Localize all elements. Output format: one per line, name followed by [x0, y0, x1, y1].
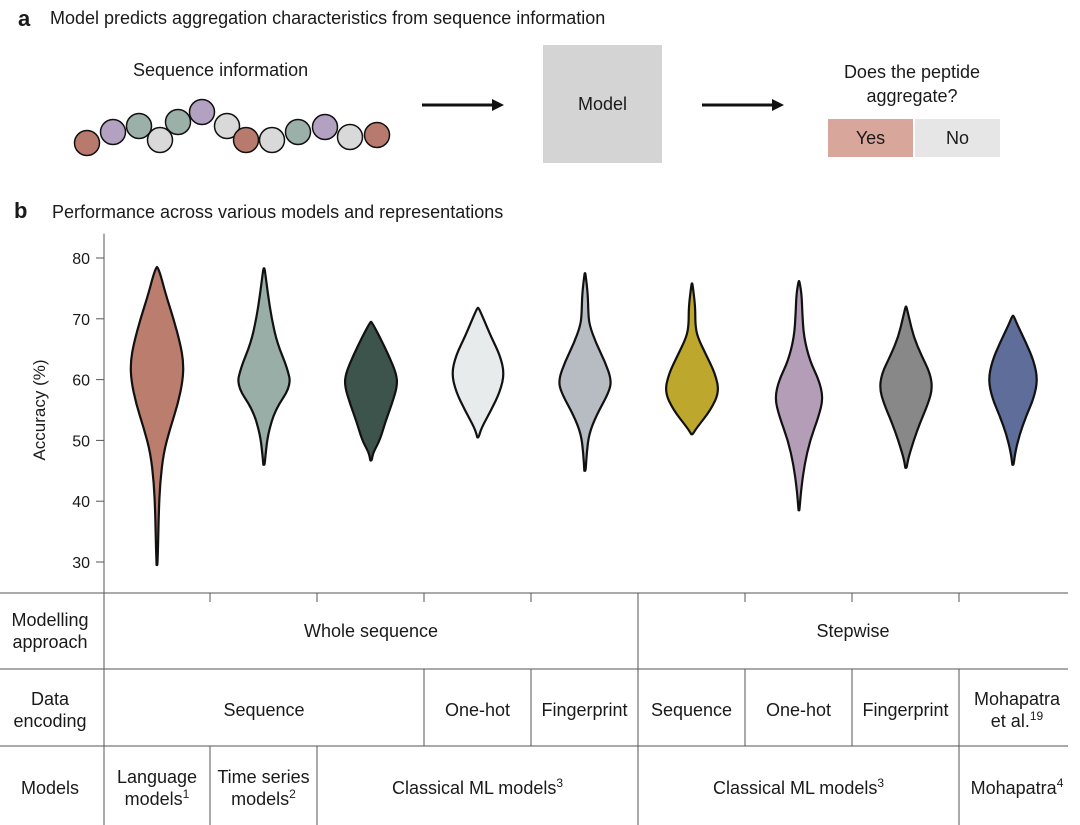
peptide-bead [125, 112, 153, 140]
peptide-bead [164, 108, 192, 136]
panel-b-title: Performance across various models and re… [52, 202, 504, 222]
peptide-bead [363, 121, 391, 149]
encoding-sequence: Sequence [223, 699, 305, 720]
y-tick-label: 70 [72, 312, 90, 329]
sequence-label: Sequence information [133, 60, 309, 80]
panel-a-letter: a [18, 6, 31, 31]
models-classical-ml: Classical ML models3 [391, 775, 564, 798]
peptide-bead [213, 112, 241, 140]
violin-4 [451, 306, 505, 439]
encoding-sequence-stepwise: Sequence [650, 699, 733, 720]
violin-9 [988, 314, 1038, 466]
encoding-fingerprint: Fingerprint [541, 699, 628, 720]
models-classical-ml-stepwise: Classical ML models3 [712, 775, 885, 798]
question-line-2: aggregate? [866, 86, 958, 106]
arrow-to-model-icon [422, 99, 504, 111]
encoding-fingerprint-stepwise: Fingerprint [862, 699, 949, 720]
violin-3 [343, 320, 399, 462]
model-label: Model [577, 93, 628, 114]
y-tick-label: 80 [72, 251, 90, 268]
peptide-bead [188, 98, 216, 126]
violin-6 [665, 282, 719, 436]
table-grid [0, 592, 1068, 825]
approach-whole-sequence: Whole sequence [303, 621, 439, 641]
peptide-bead [73, 129, 101, 157]
violin-2 [237, 267, 291, 466]
yes-option: Yes [828, 119, 913, 157]
y-tick-label: 60 [72, 373, 90, 390]
peptide-bead [232, 126, 260, 154]
peptide-bead [146, 126, 174, 154]
aggregate-question: Does the peptide aggregate? [812, 60, 1012, 108]
row-label-models: Models [20, 777, 80, 798]
violin-5 [558, 272, 612, 472]
panel-b-letter: b [14, 198, 28, 223]
violin-chart: Accuracy (%) 30 40 50 60 70 80 [30, 233, 1038, 595]
y-tick-label: 50 [72, 433, 90, 450]
peptide-bead [336, 123, 364, 151]
y-tick-label: 40 [72, 494, 90, 511]
y-tick-label: 30 [72, 555, 90, 572]
peptide-bead [99, 118, 127, 146]
violin-7 [774, 280, 824, 512]
peptide-bead-chain [73, 98, 391, 157]
approach-stepwise: Stepwise [816, 621, 890, 641]
encoding-one-hot-stepwise: One-hot [765, 699, 832, 720]
violin-8 [879, 305, 933, 469]
violin-1 [129, 266, 185, 567]
encoding-one-hot: One-hot [444, 699, 511, 720]
no-option: No [915, 119, 1000, 157]
no-label: No [945, 127, 969, 148]
y-axis-label: Accuracy (%) [30, 359, 49, 460]
model-box: Model [543, 45, 662, 163]
question-line-1: Does the peptide [843, 62, 981, 82]
peptide-bead [284, 118, 312, 146]
yes-label: Yes [855, 127, 886, 148]
peptide-bead [258, 126, 286, 154]
models-mohapatra: Mohapatra4 [970, 775, 1064, 798]
arrow-to-output-icon [702, 99, 784, 111]
panel-a-title: Model predicts aggregation characteristi… [50, 8, 606, 28]
peptide-bead [311, 113, 339, 141]
